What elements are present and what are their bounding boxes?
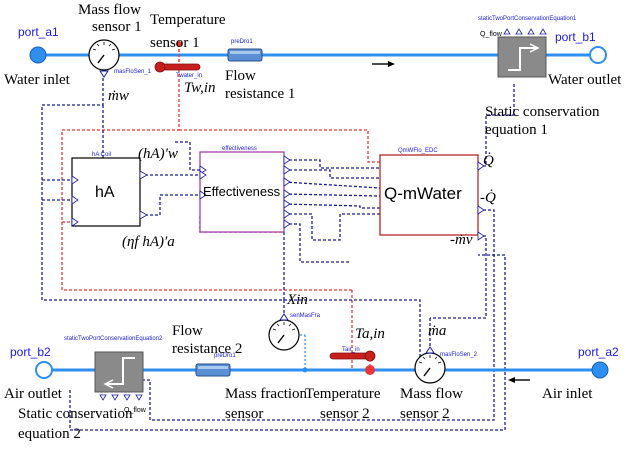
temperature-sensor-2-instance: Tair_in [342, 347, 360, 353]
mass-flow-sensor-1-instance: masFloSen_1 [114, 69, 152, 75]
static-conservation-2[interactable]: staticTwoPortConservationEquation2 Q_flo… [18, 336, 163, 442]
static-conservation-1-label-1: Static conservation [485, 104, 600, 120]
mass-flow-sensor-1-output: ṁw [108, 88, 129, 104]
water-outlet-label: Water outlet [548, 72, 622, 88]
port-a1[interactable]: port_a1 Water inlet [4, 25, 71, 88]
temperature-sensor-1-output: Tw,in [184, 80, 216, 96]
flow-resistance-1-instance: preDro1 [231, 39, 253, 45]
hA-block-out-top: (hA)′w [138, 146, 178, 162]
mass-fraction-sensor-output: Xin [286, 292, 308, 308]
temperature-sensor-2-output: Ta,in [355, 326, 385, 342]
flow-resistance-2-label-2: resistance 2 [172, 341, 242, 357]
water-inlet-label: Water inlet [4, 72, 71, 88]
flow-resistance-1[interactable]: preDro1 Flow resistance 1 [225, 39, 295, 102]
static-conservation-2-instance: staticTwoPortConservationEquation2 [64, 336, 163, 342]
hA-block-out-bottom: (ηf hA)′a [122, 234, 175, 250]
air-outlet-label: Air outlet [4, 386, 63, 402]
mass-flow-sensor-1-label-2: sensor 1 [92, 19, 142, 35]
static-conservation-2-label-1: Static conservation [18, 406, 133, 422]
temperature-sensor-1-instance: Twater_in [176, 73, 202, 79]
qm-water-block-out3: -ṁv [450, 232, 473, 248]
port-b2[interactable]: port_b2 Air outlet [4, 345, 63, 402]
mass-flow-sensor-2-instance: masFloSen_2 [440, 352, 478, 358]
flow-resistance-1-label-2: resistance 1 [225, 86, 295, 102]
port-b1-name: port_b1 [555, 30, 596, 44]
effectiveness-block-instance: effectiveness [222, 146, 257, 152]
port-a2-name: port_a2 [578, 345, 619, 359]
temperature-sensor-2-label-2: sensor 2 [320, 406, 370, 422]
port-a1-name: port_a1 [18, 25, 59, 39]
mass-fraction-sensor-label-2: sensor [225, 406, 263, 422]
mass-fraction-sensor-label-1: Mass fraction [225, 386, 308, 402]
hA-block-text: hA [95, 184, 115, 201]
static-conservation-2-port: Q_flow [124, 407, 147, 414]
mass-flow-sensor-1-label-1: Mass flow [78, 2, 141, 18]
effectiveness-block[interactable]: effectiveness Effectiveness [199, 146, 291, 233]
temperature-sensor-1-label-2: sensor 1 [150, 35, 200, 51]
mass-flow-sensor-2-output: ṁa [428, 323, 446, 339]
flow-resistance-1-label-1: Flow [225, 68, 256, 84]
qm-water-block[interactable]: QmWFlo_EDC Q-mWater Q̇ -Q̇ -ṁv [379, 148, 496, 248]
mass-flow-sensor-2[interactable]: masFloSen_2 ṁa Mass flow sensor 2 [400, 323, 478, 422]
mass-fraction-sensor[interactable]: senMasFra Xin Mass fraction sensor [225, 292, 321, 422]
mass-flow-sensor-1[interactable]: Mass flow sensor 1 masFloSen_1 ṁw [78, 2, 152, 104]
port-a2[interactable]: port_a2 Air inlet [542, 345, 619, 402]
flow-resistance-2[interactable]: preDro1 Flow resistance 2 [172, 323, 242, 377]
hA-block-instance: hA Coil [92, 152, 111, 158]
flow-resistance-2-instance: preDro1 [214, 353, 236, 359]
static-conservation-1[interactable]: staticTwoPortConservationEquation1 Q_flo… [478, 16, 600, 138]
qm-water-block-text: Q-mWater [384, 184, 462, 203]
qm-water-block-out2: -Q̇ [480, 190, 496, 206]
qm-water-block-out1: Q̇ [483, 153, 494, 169]
static-conservation-2-label-2: equation 2 [18, 426, 81, 442]
hA-block[interactable]: hA Coil hA (hA)′w (ηf hA)′a [71, 146, 178, 250]
temperature-sensor-2[interactable]: Tair_in Ta,in Temperature sensor 2 [305, 326, 385, 422]
static-conservation-1-instance: staticTwoPortConservationEquation1 [478, 16, 577, 22]
flow-arrow-air [508, 377, 530, 383]
air-inlet-label: Air inlet [542, 386, 593, 402]
flow-resistance-2-label-1: Flow [172, 323, 203, 339]
mass-fraction-sensor-instance: senMasFra [290, 313, 321, 319]
mass-flow-sensor-2-label-1: Mass flow [400, 386, 463, 402]
flow-arrow-water [372, 61, 395, 67]
temperature-sensor-2-label-1: Temperature [305, 386, 381, 402]
effectiveness-block-text: Effectiveness [203, 184, 281, 199]
port-b2-name: port_b2 [10, 345, 51, 359]
static-conservation-1-port: Q_flow [480, 31, 503, 38]
static-conservation-1-label-2: equation 1 [485, 122, 548, 138]
port-b1[interactable]: port_b1 Water outlet [548, 30, 622, 88]
temperature-sensor-1[interactable]: Temperature sensor 1 Twater_in Tw,in [150, 12, 226, 96]
qm-water-block-instance: QmWFlo_EDC [398, 148, 438, 154]
temperature-sensor-1-label-1: Temperature [150, 12, 226, 28]
mass-flow-sensor-2-label-2: sensor 2 [400, 406, 450, 422]
